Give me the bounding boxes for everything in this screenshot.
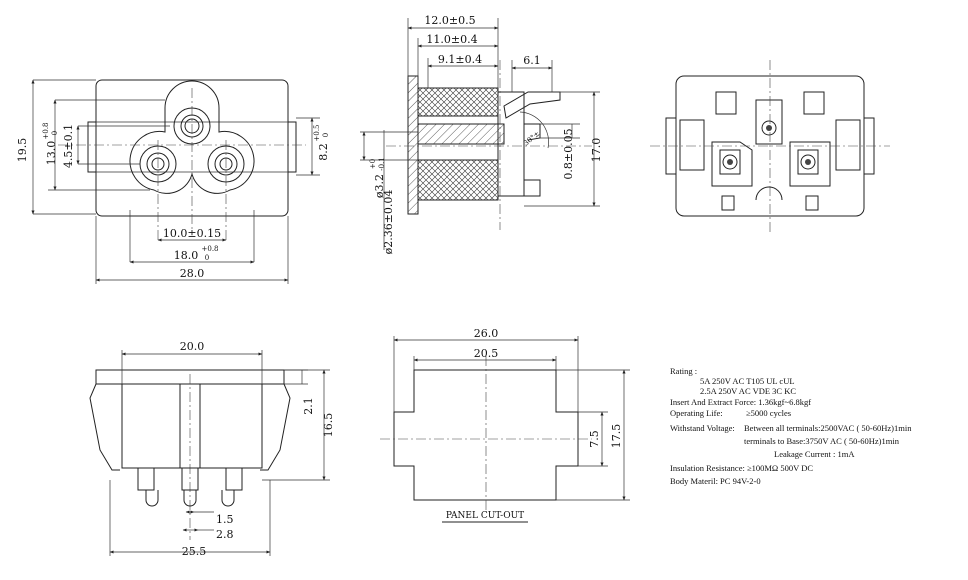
bottom-pin-2-8: 2.8 xyxy=(216,528,234,541)
front-pin-offset-4-5: 4.5±0.1 xyxy=(62,124,75,168)
side-pin-6-1: 6.1 xyxy=(523,54,541,67)
spec-life-value: ≥5000 cycles xyxy=(746,408,792,418)
front-8-2-tol-lower: 0 xyxy=(322,133,330,137)
side-3-2-tol-lower: -0.1 xyxy=(378,157,386,171)
spec-withstand-2: terminals to Base:3750V AC ( 50-60Hz)1mi… xyxy=(744,436,899,446)
side-diameter-2-36: ø2.36±0.04 xyxy=(382,190,395,255)
rear-view xyxy=(650,60,890,232)
bottom-width-20: 20.0 xyxy=(180,340,205,353)
front-width-28: 28.0 xyxy=(180,267,205,280)
spec-withstand-label: Withstand Voltage: xyxy=(670,423,735,433)
spec-rating-line2: 2.5A 250V AC VDE 3C KC xyxy=(700,386,797,396)
spec-rating-label: Rating : xyxy=(670,366,698,376)
bottom-view: 20.0 2.1 16.5 1.5 2.8 25.5 xyxy=(89,340,335,558)
front-height-13-0: 13.0 xyxy=(45,141,58,166)
spec-rating-line1: 5A 250V AC T105 UL cUL xyxy=(700,376,795,386)
side-depth-12: 12.0±0.5 xyxy=(424,14,475,27)
spec-insulation: Insulation Resistance: ≥100MΩ 500V DC xyxy=(670,463,814,473)
front-18-tol-upper: +0.8 xyxy=(202,245,219,253)
side-section-view: 12.0±0.5 11.0±0.4 9.1±0.4 6.1 30°± 0.8±0… xyxy=(360,14,603,254)
front-13-tol-lower: 0 xyxy=(51,131,59,135)
front-13-tol-upper: +0.8 xyxy=(42,123,50,140)
front-8-2-tol-upper: +0.5 xyxy=(313,125,321,142)
cutout-width-20-5: 20.5 xyxy=(474,347,499,360)
cutout-height-17-5: 17.5 xyxy=(610,424,623,449)
spec-leakage: Leakage Current : 1mA xyxy=(774,449,855,459)
spec-life-label: Operating Life: xyxy=(670,408,723,418)
spec-body: Body Materil: PC 94V-2-0 xyxy=(670,476,761,486)
side-3-2-tol-upper: +0 xyxy=(369,159,377,169)
front-18-tol-lower: 0 xyxy=(205,254,209,262)
front-height-19-5: 19.5 xyxy=(16,138,29,163)
spec-force: Insert And Extract Force: 1.36kgf~6.8kgf xyxy=(670,397,812,407)
bottom-height-16-5: 16.5 xyxy=(322,413,335,438)
front-pin-pitch-10: 10.0±0.15 xyxy=(163,227,221,240)
cutout-height-7-5: 7.5 xyxy=(588,430,601,448)
cutout-caption: PANEL CUT-OUT xyxy=(446,511,524,521)
side-depth-9-1: 9.1±0.4 xyxy=(438,53,482,66)
panel-cutout-view: 26.0 20.5 7.5 17.5 PANEL CUT-OUT xyxy=(380,327,630,523)
bottom-flange-2-1: 2.1 xyxy=(302,397,315,415)
front-width-18: 18.0 xyxy=(174,249,199,262)
front-view: 19.5 13.0 +0.8 0 4.5±0.1 8.2 +0.5 0 10.0… xyxy=(16,79,330,284)
side-diameter-3-2: ø3.2 xyxy=(373,174,386,198)
bottom-width-25-5: 25.5 xyxy=(182,545,207,558)
spec-withstand-1: Between all terminals:2500VAC ( 50-60Hz)… xyxy=(744,423,912,433)
bottom-pin-1-5: 1.5 xyxy=(216,513,234,526)
cutout-width-26: 26.0 xyxy=(474,327,499,340)
front-width-8-2: 8.2 xyxy=(317,143,330,161)
side-pin-thickness-0-8: 0.8±0.05 xyxy=(562,128,575,179)
side-depth-11: 11.0±0.4 xyxy=(426,33,477,46)
side-height-17: 17.0 xyxy=(590,138,603,163)
